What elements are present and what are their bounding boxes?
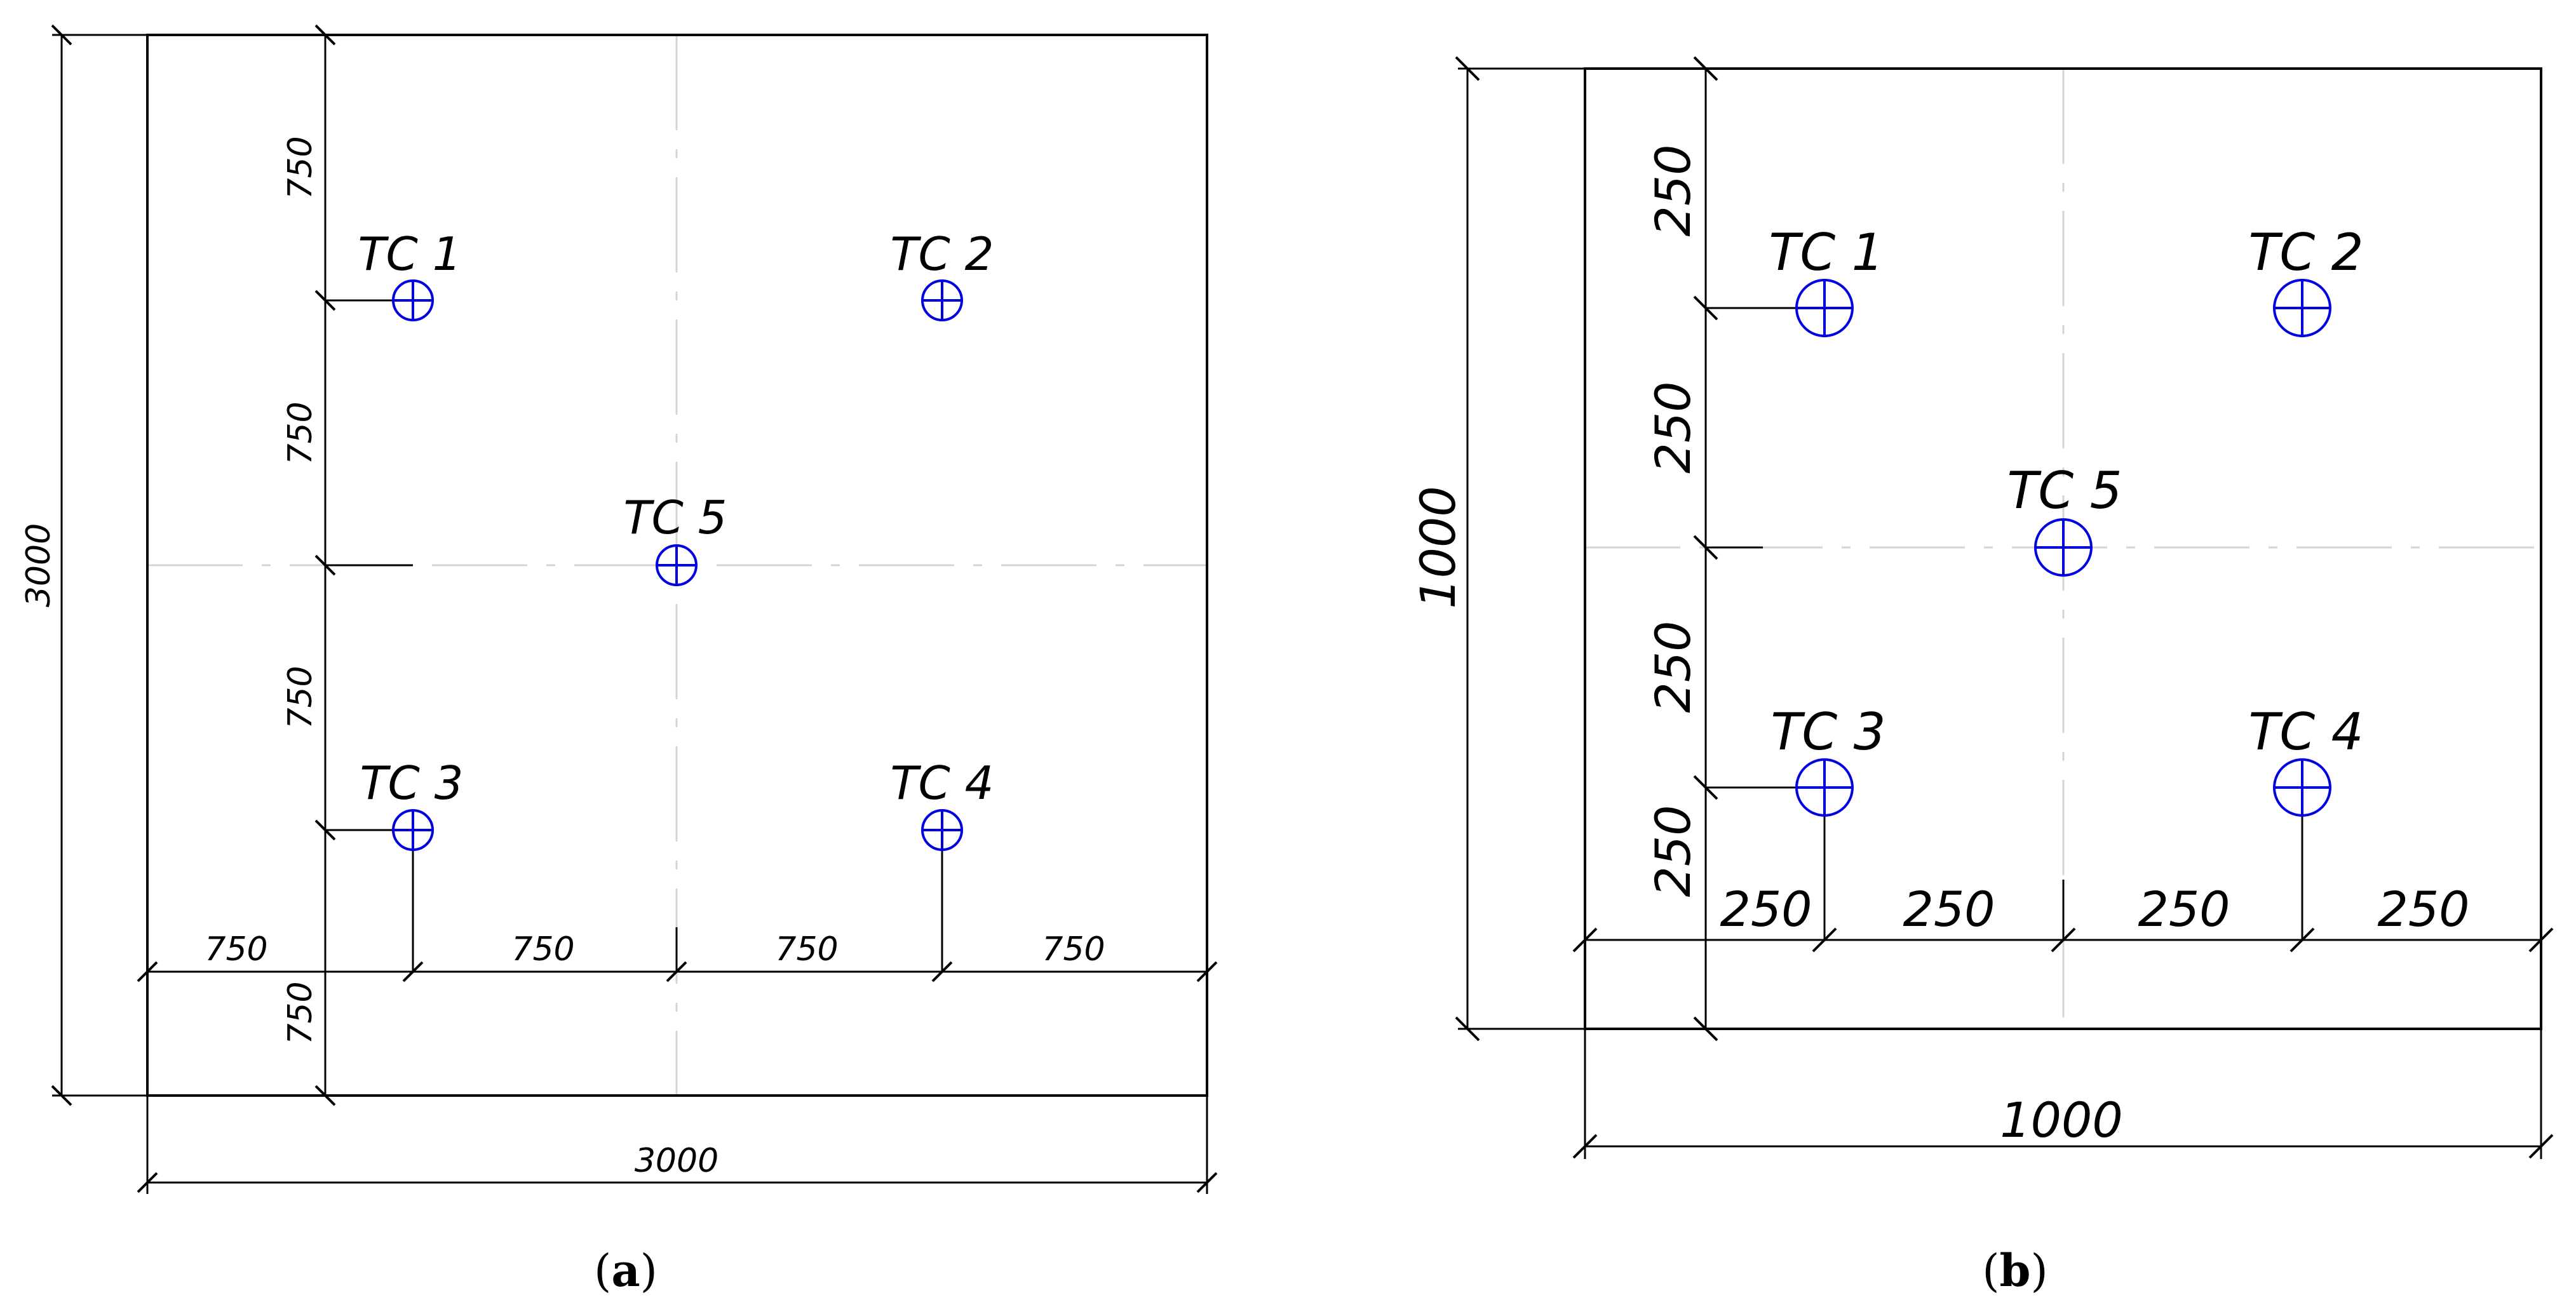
panel-a-tc4-label: TC 4 (891, 756, 994, 810)
panel-b-tick (1455, 1016, 1480, 1042)
panel-a-tc1-marker (392, 279, 434, 321)
panel-b-dim-segment-4: 250 (2377, 881, 2469, 937)
panel-b-dim-segment-2: 250 (1903, 881, 1995, 937)
panel-a-tc5-label: TC 5 (624, 491, 727, 544)
panel-b-dim-vertical-4: 250 (1645, 805, 1701, 897)
panel-a-tc3-label: TC 3 (360, 756, 464, 810)
panel-b-tick (1455, 56, 1480, 81)
panel-a-dim-vertical-4: 750 (281, 981, 320, 1044)
panel-b-tc1-marker (1795, 279, 1854, 337)
panel-b-tick (1693, 1016, 1718, 1042)
panel-a-dim-segment-4: 750 (1042, 930, 1105, 969)
panel-b-tc2-marker (2273, 279, 2331, 337)
panel-b-tc3-marker (1795, 758, 1854, 817)
panel-b-tc4-label: TC 4 (2248, 702, 2363, 761)
panel-a-plate-outline (146, 34, 1208, 1097)
panel-b-tc5-marker (2034, 518, 2093, 577)
panel-a-dim-vertical-3: 750 (281, 666, 320, 728)
panel-a-dim-vertical-1: 750 (281, 136, 320, 199)
panel-b-tick (2528, 1134, 2554, 1159)
panel-b: TC 1 TC 2 TC 5 TC 3 TC 4 250 250 250 250… (1410, 56, 2554, 1297)
panel-a-tc5-marker (656, 544, 698, 586)
panel-a-tc3-marker (392, 809, 434, 851)
panel-a-tick (51, 1085, 72, 1106)
panel-b-tick (1572, 1134, 1598, 1159)
panel-a-caption: (a) (594, 1244, 657, 1297)
panel-a-dim-segment-2: 750 (511, 930, 574, 969)
panel-b-caption: (b) (1982, 1244, 2048, 1297)
panel-b-dim-vertical-3: 250 (1645, 620, 1701, 713)
panel-b-dim-segment-3: 250 (2138, 881, 2230, 937)
panel-a-dim-vertical-2: 750 (281, 401, 320, 464)
panel-a-tick (1196, 961, 1218, 982)
panel-b-tc1-label: TC 1 (1769, 223, 1884, 282)
panel-b-dim-total-width: 1000 (2000, 1092, 2122, 1148)
panel-b-dim-vertical-2: 250 (1645, 381, 1701, 473)
panel-a: TC 1 TC 2 TC 5 TC 3 TC 4 750 750 750 750… (20, 24, 1218, 1297)
panel-b-tc4-marker (2273, 758, 2331, 817)
panel-a-tc1-label: TC 1 (358, 227, 462, 281)
panel-b-tick (1572, 927, 1598, 953)
panel-a-tick (51, 24, 72, 46)
panel-b-tc3-label: TC 3 (1770, 702, 1885, 761)
panel-b-dim-total-height: 1000 (1410, 486, 1466, 608)
panel-a-tc2-label: TC 2 (891, 227, 994, 281)
panel-b-tick (2528, 927, 2554, 953)
panel-a-dim-total-height: 3000 (20, 523, 58, 607)
panel-b-plate-outline (1584, 67, 2542, 1030)
panel-b-tc2-label: TC 2 (2248, 223, 2363, 282)
panel-b-dim-vertical-1: 250 (1645, 144, 1701, 236)
panel-b-tc5-label: TC 5 (2007, 461, 2122, 520)
panel-b-tick (1693, 56, 1718, 81)
panel-a-tick (137, 1172, 158, 1193)
panel-a-tick (1196, 1172, 1218, 1193)
panel-a-dim-segment-3: 750 (775, 930, 838, 969)
panel-a-dim-total-width: 3000 (635, 1142, 718, 1180)
panel-a-tc2-marker (921, 279, 963, 321)
panel-a-tick (314, 1085, 336, 1106)
panel-a-dim-segment-1: 750 (205, 930, 267, 969)
panel-a-tick (314, 24, 336, 46)
panel-b-dim-segment-1: 250 (1720, 881, 1812, 937)
panel-a-tc4-marker (921, 809, 963, 851)
panel-a-tick (137, 961, 158, 982)
